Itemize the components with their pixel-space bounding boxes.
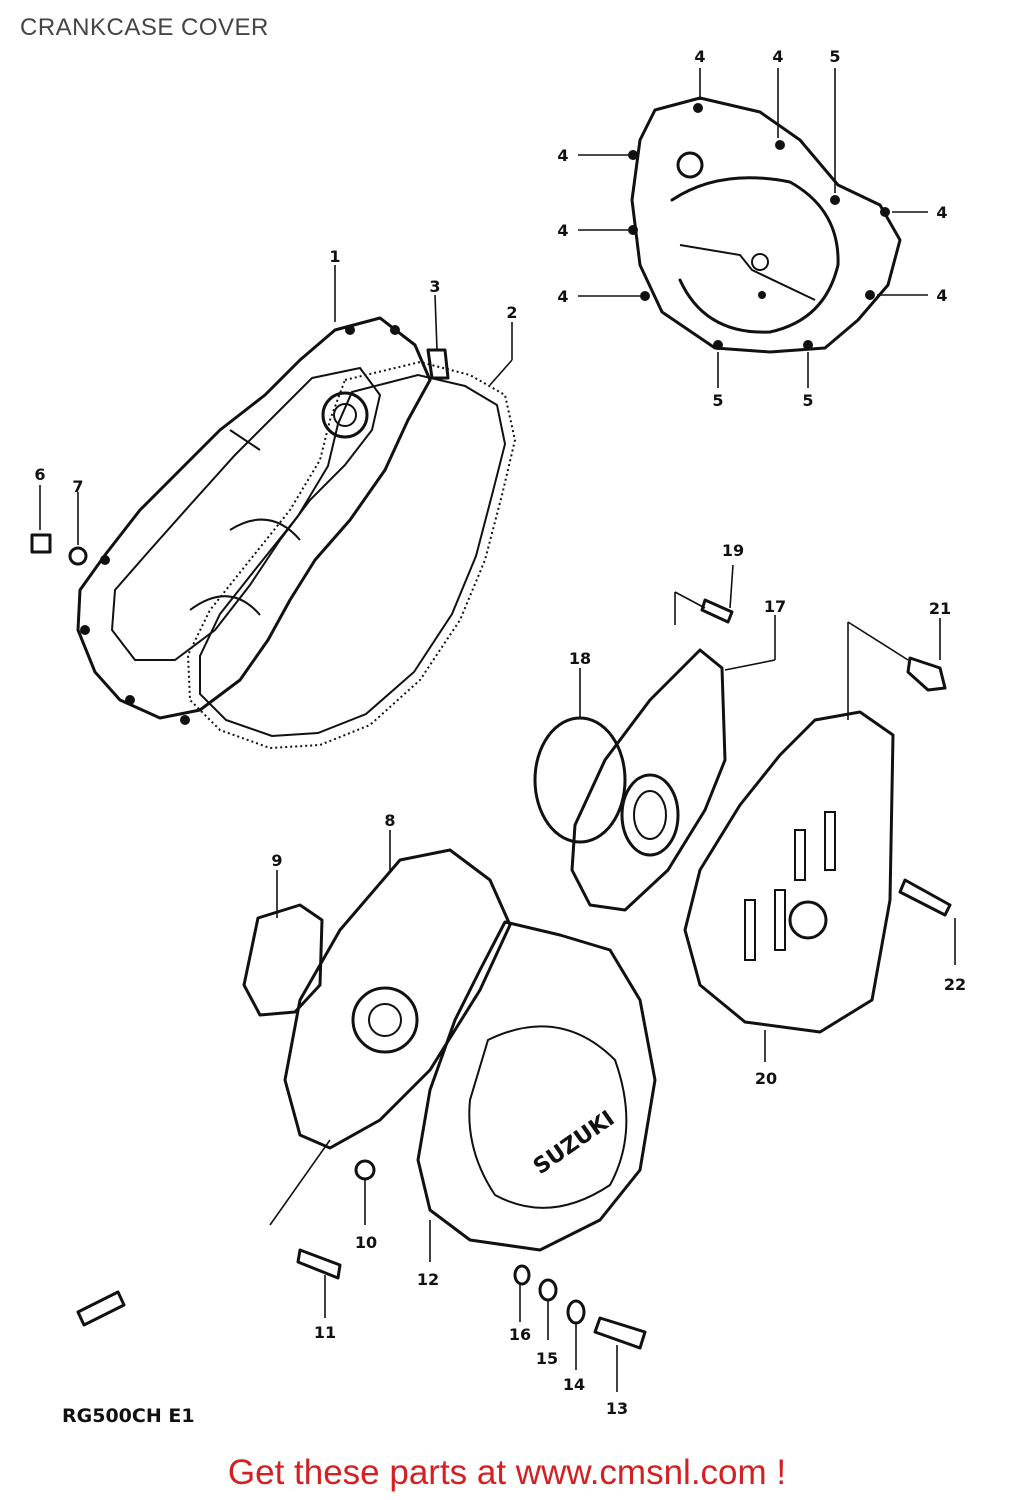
callout-4: 4 [557, 287, 568, 306]
callout-15: 15 [536, 1349, 558, 1368]
gasket-drawing [186, 360, 517, 750]
callout-4: 4 [936, 286, 947, 305]
bolt-3-shape [426, 348, 450, 380]
callout-19: 19 [722, 541, 744, 560]
front-indicator-shape [76, 1290, 126, 1327]
callout-11: 11 [314, 1323, 336, 1342]
buy-parts-link[interactable]: Get these parts at www.cmsnl.com ! [227, 1453, 787, 1492]
bolt-19-shape [700, 598, 734, 624]
callout-4: 4 [936, 203, 947, 222]
callout-18: 18 [569, 649, 591, 668]
bolt-22-shape [898, 878, 952, 917]
page-title: CRANKCASE COVER [20, 14, 269, 41]
sprocket-cover-drawing [533, 598, 952, 1034]
callout-8: 8 [384, 811, 395, 830]
bolt-11-shape [296, 1248, 342, 1280]
washer-14-shape [566, 1299, 586, 1325]
gasket-9-shape [242, 903, 324, 1017]
model-label: RG500CH E1 [62, 1405, 195, 1427]
bolt-6-shape [30, 533, 52, 554]
gasket-8-shape [283, 848, 512, 1150]
plate-17-shape [570, 648, 727, 912]
callout-13: 13 [606, 1399, 628, 1418]
cover-20-shape [683, 710, 895, 1034]
bolt-21-shape [906, 656, 947, 692]
clutch-cover-drawing: SUZUKI [76, 848, 657, 1350]
callout-20: 20 [755, 1069, 777, 1088]
callout-4: 4 [557, 146, 568, 165]
cover-12-shape [416, 920, 657, 1252]
brand-mark-suzuki: SUZUKI [529, 1106, 619, 1180]
washer-15-shape [538, 1278, 558, 1302]
callout-22: 22 [944, 975, 966, 994]
callout-16: 16 [509, 1325, 531, 1344]
callout-1: 1 [329, 247, 340, 266]
callout-12: 12 [417, 1270, 439, 1289]
callout-5: 5 [712, 391, 723, 410]
callout-6: 6 [34, 465, 45, 484]
callout-21: 21 [929, 599, 951, 618]
callout-7: 7 [72, 477, 83, 496]
plug-10-shape [354, 1159, 376, 1181]
callout-17: 17 [764, 597, 786, 616]
callout-10: 10 [355, 1233, 377, 1252]
o-ring-18-shape [533, 716, 627, 844]
callout-5: 5 [829, 47, 840, 66]
callout-2: 2 [506, 303, 517, 322]
callout-4: 4 [694, 47, 705, 66]
callout-14: 14 [563, 1375, 585, 1394]
callout-3: 3 [429, 277, 440, 296]
callout-9: 9 [271, 851, 282, 870]
crankcase-cover-drawing [76, 316, 432, 725]
callout-4: 4 [557, 221, 568, 240]
washer-16-shape [513, 1264, 531, 1286]
bolt-13-shape [593, 1316, 647, 1350]
stator-cover-drawing [628, 96, 902, 354]
washer-7-shape [68, 546, 88, 566]
callout-5: 5 [802, 391, 813, 410]
callout-4: 4 [772, 47, 783, 66]
